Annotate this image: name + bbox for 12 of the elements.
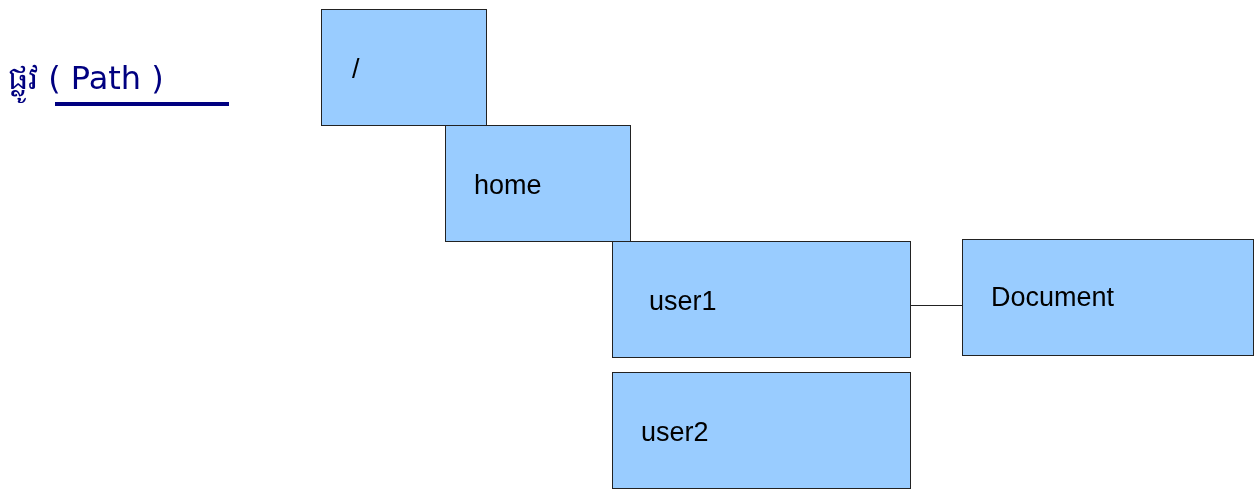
folder-box — [612, 372, 911, 489]
folder-name: home — [474, 170, 542, 201]
folder-name: user2 — [641, 417, 709, 448]
folder-box — [321, 9, 487, 126]
folder-name: / — [352, 54, 360, 85]
folder-box — [445, 125, 631, 242]
folder-box — [962, 239, 1254, 356]
connector-line — [910, 305, 963, 306]
title: ផ្លូវ ( Path ) — [8, 58, 164, 105]
folder-name: user1 — [649, 286, 717, 317]
folder-name: Document — [991, 282, 1115, 313]
folder-box — [612, 241, 911, 358]
